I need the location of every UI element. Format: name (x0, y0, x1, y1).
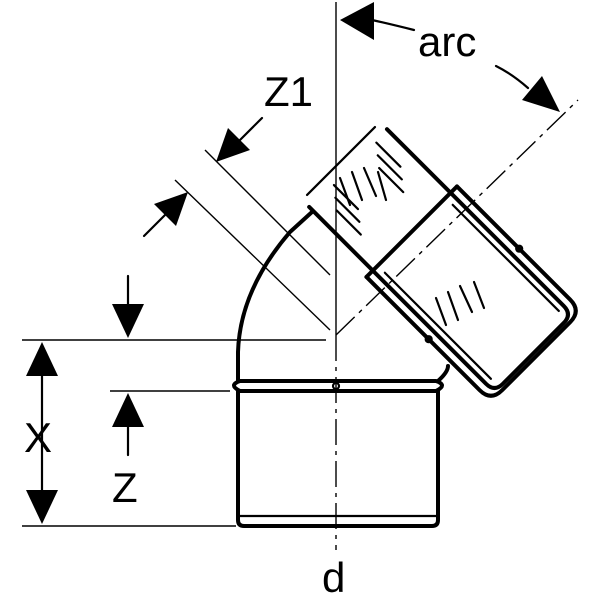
label-x: X (24, 414, 52, 461)
dimension-lines (22, 339, 326, 527)
label-z: Z (112, 464, 138, 511)
angled-socket (305, 125, 578, 398)
lower-socket (232, 379, 444, 528)
label-d: d (322, 554, 345, 600)
dimension-arrows (26, 2, 560, 524)
socket-serrations (338, 166, 486, 327)
center-lines (174, 2, 579, 550)
label-z1: Z1 (264, 68, 313, 115)
bend-body (236, 210, 450, 383)
label-arc: arc (418, 18, 476, 65)
